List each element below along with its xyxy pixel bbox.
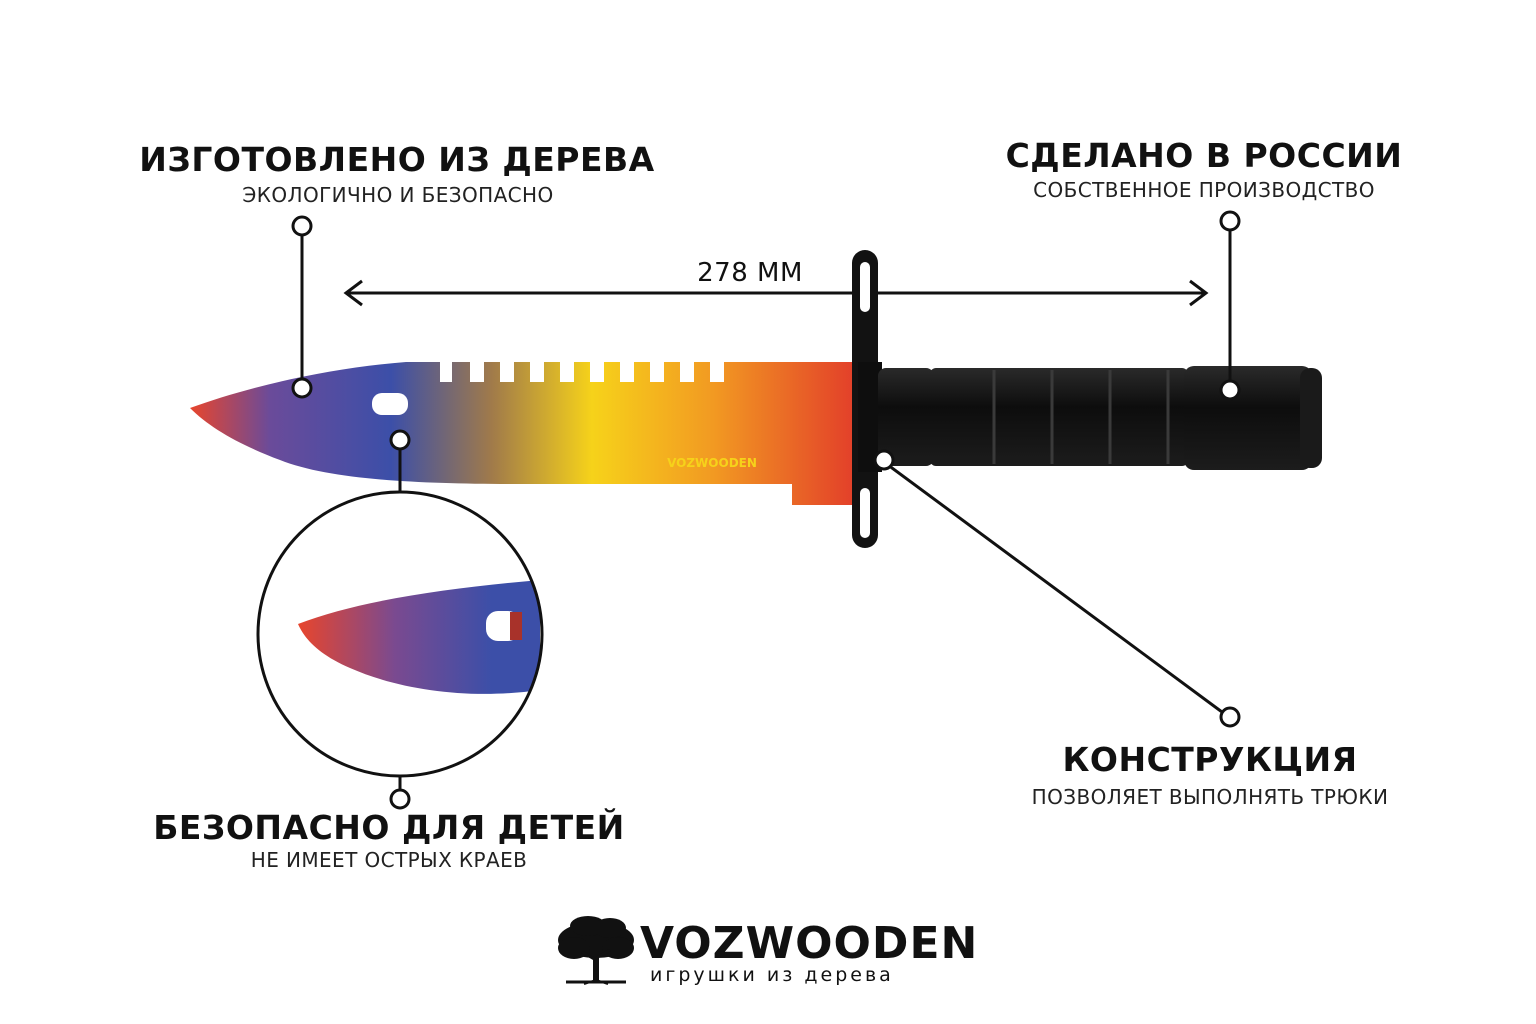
callout-wood-subtitle: ЭКОЛОГИЧНО И БЕЗОПАСНО bbox=[242, 183, 554, 207]
callout-construction-title: КОНСТРУКЦИЯ bbox=[1062, 740, 1358, 779]
brand-name: VOZWOODEN bbox=[640, 918, 979, 969]
blade-logo: VOZWOODEN bbox=[667, 456, 757, 470]
callout-russia-title: СДЕЛАНО В РОССИИ bbox=[1005, 136, 1403, 175]
callout-russia-subtitle: СОБСТВЕННОЕ ПРОИЗВОДСТВО bbox=[1033, 178, 1375, 202]
leader-safe bbox=[389, 429, 411, 810]
knife-guard bbox=[852, 250, 882, 548]
callout-safe-title: БЕЗОПАСНО ДЛЯ ДЕТЕЙ bbox=[153, 808, 625, 847]
dimension-arrow bbox=[343, 279, 1209, 307]
knife-handle bbox=[878, 366, 1322, 470]
brand-tagline: игрушки из дерева bbox=[650, 964, 894, 986]
tree-icon bbox=[558, 916, 634, 985]
callout-wood-title: ИЗГОТОВЛЕНО ИЗ ДЕРЕВА bbox=[139, 140, 655, 179]
leader-russia bbox=[1219, 210, 1241, 401]
leader-construction bbox=[873, 449, 1241, 728]
dimension-label: 278 ММ bbox=[697, 258, 803, 288]
zoom-detail bbox=[256, 490, 544, 778]
leader-wood bbox=[291, 215, 313, 399]
knife-blade bbox=[190, 362, 860, 505]
callout-construction-subtitle: ПОЗВОЛЯЕТ ВЫПОЛНЯТЬ ТРЮКИ bbox=[1031, 785, 1389, 809]
callout-safe-subtitle: НЕ ИМЕЕТ ОСТРЫХ КРАЕВ bbox=[250, 848, 528, 872]
